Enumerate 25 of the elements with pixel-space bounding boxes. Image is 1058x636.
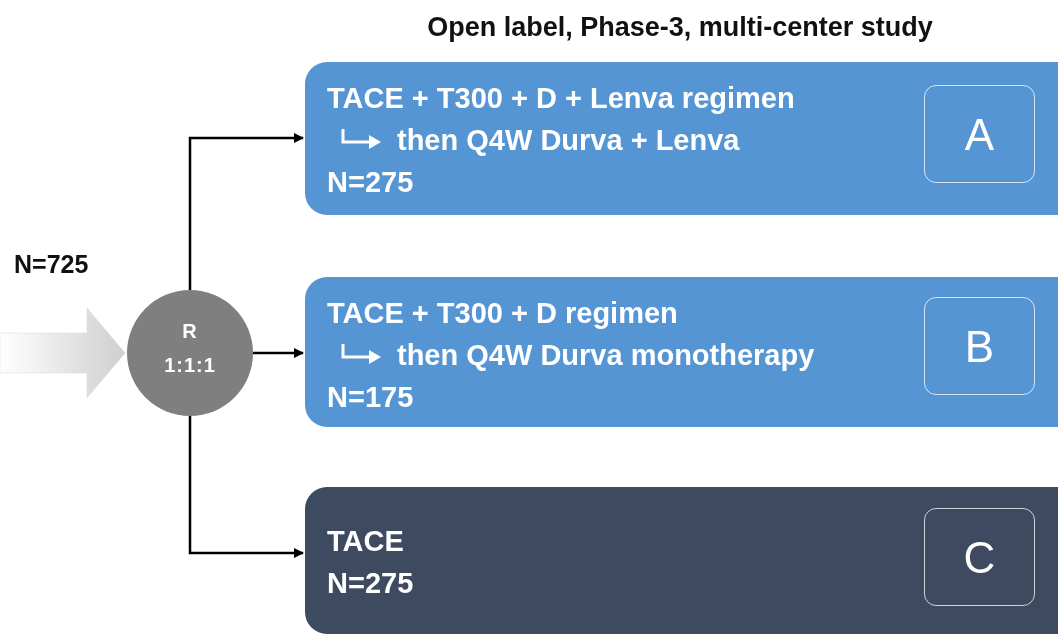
arm-description: TACE + T300 + D regimen bbox=[327, 297, 678, 330]
sample-size: N=175 bbox=[327, 381, 414, 414]
arm-letter-box bbox=[924, 508, 1035, 606]
arrow bbox=[253, 348, 304, 358]
arrow bbox=[188, 133, 304, 290]
sample-size: N=275 bbox=[327, 567, 414, 600]
arm-box bbox=[305, 62, 1058, 215]
arm-description: TACE bbox=[327, 525, 404, 558]
arm-letter: A bbox=[963, 110, 996, 160]
circle-label: 1:1:1 bbox=[163, 354, 217, 377]
arm-description: then Q4W Durva monotherapy bbox=[397, 339, 815, 372]
arm-letter: C bbox=[962, 533, 997, 583]
input-arrow bbox=[0, 307, 126, 399]
arm-letter: B bbox=[963, 322, 996, 372]
arm-box bbox=[305, 487, 1058, 634]
arm-letter-box bbox=[924, 85, 1035, 183]
arm-description: TACE + T300 + D + Lenva regimen bbox=[327, 82, 795, 115]
title: Open label, Phase-3, multi-center study bbox=[426, 12, 934, 43]
sample-size: N=275 bbox=[327, 166, 414, 199]
arm-box bbox=[305, 277, 1058, 427]
circle-label: R bbox=[181, 320, 199, 343]
edge-label: N=725 bbox=[14, 250, 89, 279]
arm-description: then Q4W Durva + Lenva bbox=[397, 124, 740, 157]
arm-letter-box bbox=[924, 297, 1035, 395]
arrow bbox=[188, 416, 304, 558]
